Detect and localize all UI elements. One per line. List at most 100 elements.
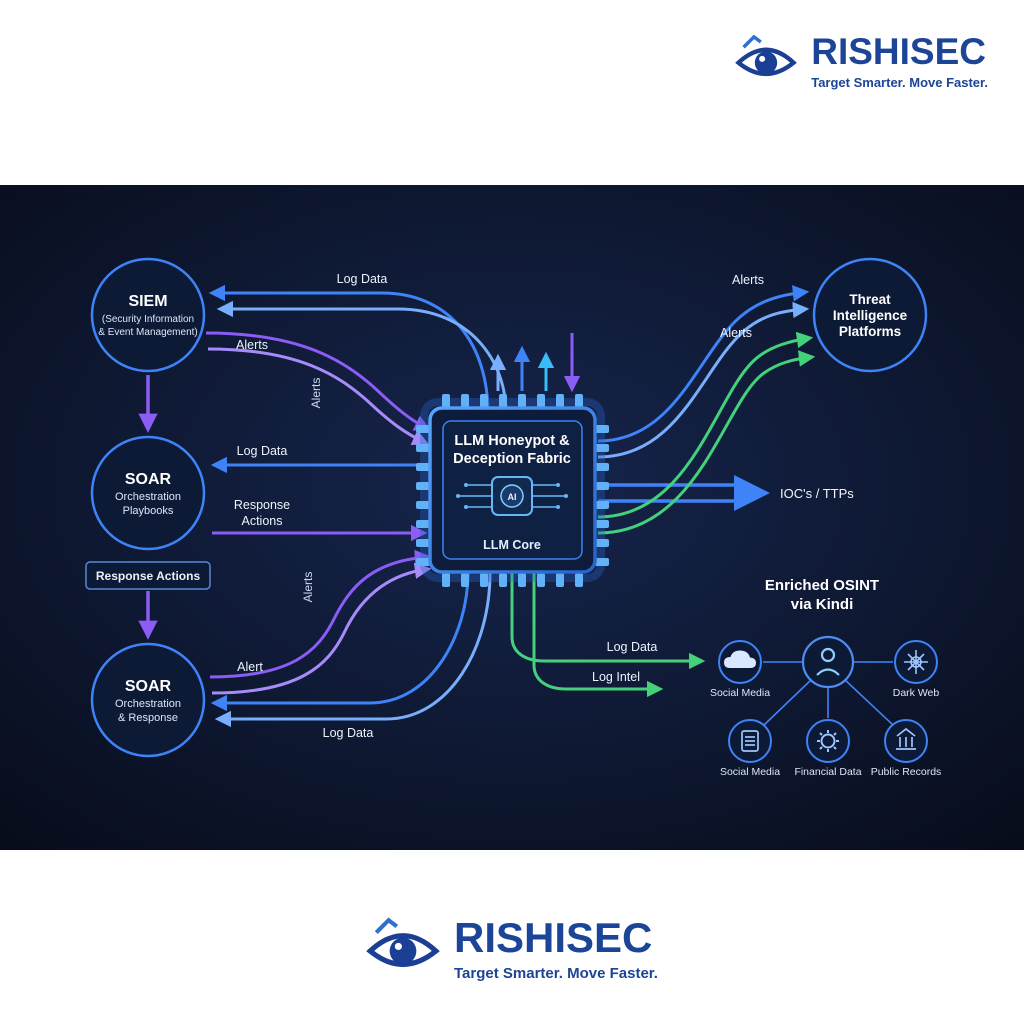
chip-title: LLM Honeypot & [454, 433, 570, 449]
node-circle [806, 719, 850, 763]
arrow-line [205, 331, 431, 431]
brand-eye-icon [366, 917, 440, 967]
brand-tagline: Target Smarter. Move Faster. [811, 74, 988, 90]
osint-cluster: Enriched OSINT via Kindi Social Media [710, 577, 941, 778]
eye-highlight [394, 942, 402, 951]
bottom-band: RISHISEC Target Smarter. Move Faster. [0, 850, 1024, 1024]
node-siem: SIEM (Security Information & Event Manag… [90, 257, 206, 373]
brand-eye-icon [735, 34, 798, 76]
node-subtitle: & Event Management) [98, 327, 198, 338]
arrow-line [210, 572, 470, 712]
eye-accent-mark [374, 917, 399, 935]
top-band: RISHISEC Target Smarter. Move Faster. [0, 0, 1024, 185]
arrow-alerts-siem-to-chip: Alerts [205, 331, 431, 446]
architecture-diagram: Log Data Alerts Alerts Log Data Response… [0, 185, 1024, 850]
node-subtitle: Playbooks [123, 505, 174, 517]
arrow-label: Alerts [732, 273, 764, 287]
arrow-label: Log Intel [592, 670, 640, 684]
osint-dark-web: Dark Web [893, 640, 940, 699]
arrow-label: Alerts [720, 326, 752, 340]
brand-text: RISHISEC Target Smarter. Move Faster. [454, 916, 658, 982]
eye-accent-mark [742, 34, 763, 49]
osint-heading: via Kindi [791, 596, 854, 613]
arrow-label: Response [234, 498, 290, 512]
node-title: SOAR [125, 678, 172, 695]
eye-highlight [759, 55, 766, 62]
person-icon [816, 668, 840, 676]
arrow-line [216, 300, 508, 414]
osint-social-media-bottom: Social Media [720, 719, 780, 778]
chip-title: Deception Fabric [453, 451, 571, 467]
arrow-alerts-soar2: Alert [209, 549, 432, 695]
osint-hub [801, 635, 855, 689]
arrow-label: Log Data [337, 272, 388, 286]
arrow-log-data-soar: Log Data [210, 444, 430, 474]
chip-pins [416, 394, 609, 587]
ioc-ttps-label: IOC's / TTPs [780, 486, 854, 501]
eye-iris [755, 51, 778, 74]
arrow-response-actions: Response Actions [212, 498, 428, 542]
node-subtitle: & Response [118, 712, 178, 724]
brand-logo-top: RISHISEC Target Smarter. Move Faster. [735, 30, 988, 92]
web-icon [904, 650, 928, 674]
arrow-line [510, 573, 706, 670]
arrow-line [532, 573, 664, 698]
brand-logo-bottom: RISHISEC Target Smarter. Move Faster. [366, 912, 658, 986]
arrow-label: Log Data [237, 444, 288, 458]
arrow-line [207, 347, 430, 446]
osint-item-label: Dark Web [893, 687, 940, 699]
node-title: Intelligence [833, 308, 908, 323]
gear-icon [817, 730, 839, 752]
osint-item-label: Financial Data [794, 766, 861, 778]
building-icon [896, 727, 916, 750]
arrow-line [597, 285, 810, 443]
node-subtitle: (Security Information [102, 314, 194, 325]
node-title: Threat [849, 292, 891, 307]
person-icon [820, 647, 836, 663]
arrow-label: Log Data [323, 726, 374, 740]
brand-text: RISHISEC Target Smarter. Move Faster. [811, 33, 988, 90]
arrow-line [214, 572, 492, 728]
alerts-vertical-label-bottom: Alerts [301, 572, 315, 603]
node-response-actions-box: Response Actions [85, 561, 211, 590]
node-soar-response: SOAR Orchestration & Response [90, 642, 206, 758]
osint-heading: Enriched OSINT [765, 577, 879, 594]
ai-brain-icon [500, 484, 524, 508]
osint-financial-data: Financial Data [794, 719, 862, 778]
eye-outline [366, 933, 440, 967]
eye-outline [735, 47, 798, 76]
arrow-label: Alert [237, 660, 263, 674]
alerts-vertical-label-top: Alerts [309, 378, 323, 409]
arrow-alerts-threat-blue: Alerts [597, 273, 810, 459]
arrow-line [597, 350, 816, 535]
osint-public-records: Public Records [871, 719, 942, 778]
arrow-log-data-bottom: Log Data [210, 572, 492, 740]
chip-top-arrows [489, 333, 581, 393]
node-subtitle: Orchestration [115, 491, 181, 503]
arrow-log-data-top: Log Data [208, 272, 508, 414]
brand-tagline: Target Smarter. Move Faster. [454, 964, 658, 982]
arrow-label: Actions [242, 514, 283, 528]
node-threat-intel: Threat Intelligence Platforms [812, 257, 928, 373]
node-title: SOAR [125, 471, 172, 488]
node-soar-playbooks: SOAR Orchestration Playbooks [90, 435, 206, 551]
node-title: SIEM [128, 293, 167, 310]
ai-label: AI [508, 492, 517, 502]
node-subtitle: Orchestration [115, 698, 181, 710]
node-title: Platforms [839, 324, 901, 339]
osint-item-label: Social Media [720, 766, 780, 778]
arrow-alerts-threat-green: Alerts [597, 326, 816, 535]
cloud-icon [724, 650, 756, 668]
box-label: Response Actions [96, 569, 201, 583]
node-circle [812, 257, 928, 373]
arrow-line [209, 549, 432, 679]
arrow-label: Log Data [607, 640, 658, 654]
arrow-line [597, 331, 814, 519]
node-circle [90, 642, 206, 758]
arrow-log-data-osint: Log Data [510, 573, 706, 670]
chip-core-label: LLM Core [483, 538, 541, 552]
osint-item-label: Social Media [710, 687, 770, 699]
osint-item-label: Public Records [871, 766, 942, 778]
node-circle [90, 435, 206, 551]
osint-social-media-top: Social Media [710, 640, 770, 699]
